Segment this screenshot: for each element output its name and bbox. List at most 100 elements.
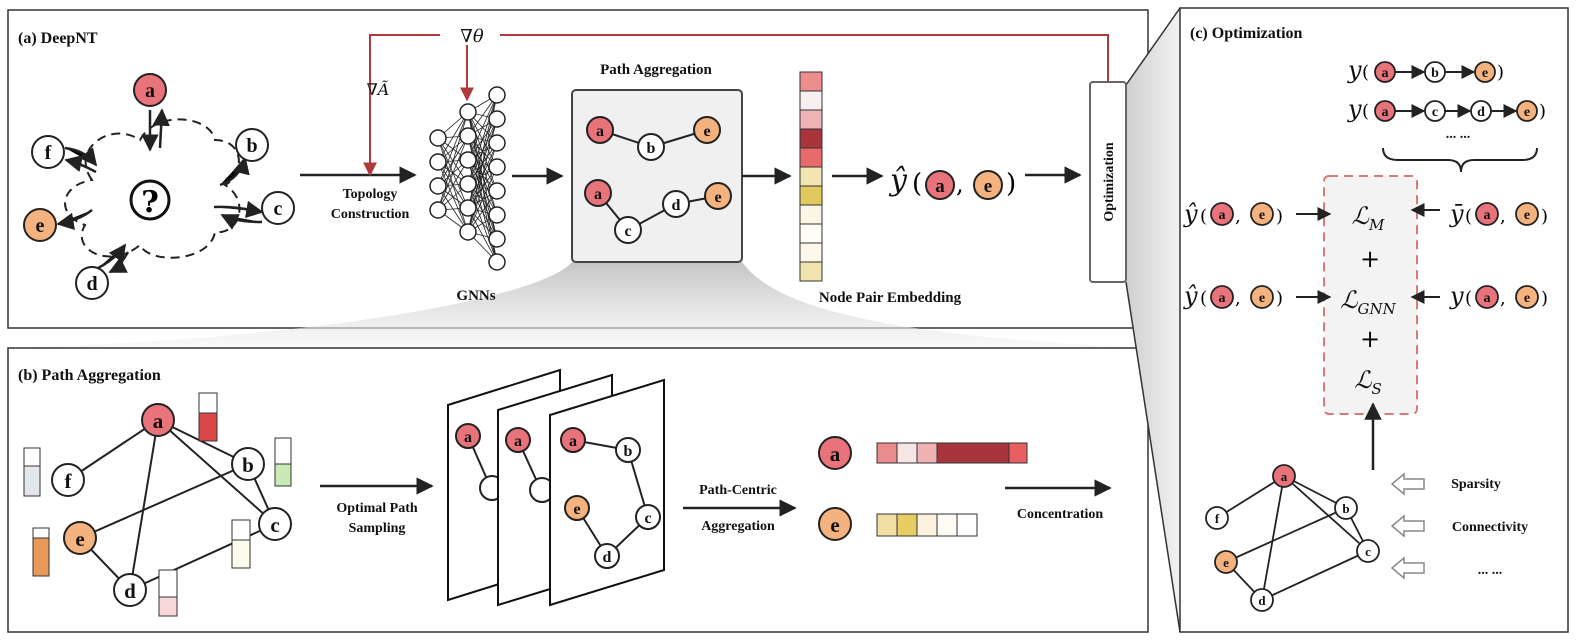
svg-text:(: ( — [912, 169, 922, 199]
svg-text:e: e — [1524, 105, 1530, 120]
svg-text:c: c — [624, 223, 631, 240]
constraint-connectivity: Connectivity — [1452, 520, 1528, 535]
svg-text:): ) — [1541, 206, 1548, 227]
pa-node-b1: b — [637, 133, 665, 161]
svg-text:a: a — [1219, 208, 1226, 223]
svg-text:e: e — [1223, 555, 1229, 570]
path-agg-title: Path Aggregation — [600, 62, 712, 78]
svg-text:e: e — [36, 215, 45, 237]
svg-text:a: a — [830, 442, 841, 466]
topology-label-1: Topology — [343, 187, 398, 202]
gnn-edge — [437, 111, 469, 187]
cg-node-c: c — [1356, 539, 1380, 563]
svg-text:c: c — [1432, 105, 1438, 120]
loss-input-right-2: y ( a , e ) — [1449, 282, 1548, 310]
svg-text:d: d — [1477, 105, 1485, 120]
svg-text:e: e — [703, 123, 710, 140]
topology-label-2: Construction — [331, 207, 410, 222]
pa-node-e2: e — [704, 182, 732, 210]
pb-node-b: b — [231, 447, 265, 481]
cg-node-e: e — [1214, 550, 1238, 574]
svg-text:c: c — [274, 198, 283, 220]
svg-text:e: e — [1259, 208, 1265, 223]
node-state-bars — [23, 392, 292, 617]
paths-brace — [1382, 147, 1538, 173]
svg-text:a: a — [145, 80, 155, 102]
svg-text:): ) — [1541, 288, 1548, 309]
svg-text:a: a — [464, 429, 472, 446]
graph-node-f: f — [31, 135, 65, 169]
loss-input-right-1: ȳ ( a , e ) — [1449, 200, 1548, 228]
svg-text:e: e — [1482, 66, 1488, 81]
loss-plus-2: + — [1360, 325, 1380, 353]
svg-text:a: a — [1382, 66, 1389, 81]
svg-text:ŷ: ŷ — [888, 163, 908, 198]
svg-text:ŷ: ŷ — [1183, 200, 1198, 228]
gnn-neuron — [488, 110, 506, 128]
embedding-cell — [799, 147, 823, 168]
gnn-edge — [467, 94, 498, 185]
optimization-block — [1089, 81, 1127, 283]
gnn-neuron — [429, 177, 447, 195]
gnn-edge — [467, 142, 498, 233]
embedding-cell — [799, 204, 823, 225]
cg-node-a: a — [1272, 464, 1296, 488]
svg-text:d: d — [672, 197, 681, 214]
pa-node-d2: d — [662, 190, 690, 218]
optimization-block-label: Optimization — [1102, 142, 1117, 222]
svg-text:f: f — [45, 142, 52, 164]
gnn-neuron — [429, 129, 447, 147]
svg-text:e: e — [1259, 291, 1265, 306]
embedding-cell — [799, 185, 823, 206]
svg-text:ŷ: ŷ — [1183, 282, 1198, 310]
constraint-ellipsis: ... ... — [1478, 563, 1503, 578]
svg-text:b: b — [1431, 66, 1439, 81]
graph-node-c: c — [261, 191, 295, 225]
svg-text:b: b — [246, 135, 257, 157]
agg-node-e: e — [818, 507, 852, 541]
svg-text:e: e — [75, 527, 84, 551]
grad-theta-label: ∇θ — [460, 26, 484, 47]
svg-text:a: a — [594, 186, 602, 203]
path-agg-box — [571, 89, 743, 263]
gnn-neuron — [459, 151, 477, 169]
svg-text:,: , — [1500, 206, 1506, 227]
prediction-expression: ŷ ( a , e ) — [888, 163, 1016, 200]
gnn-label: GNNs — [456, 288, 495, 304]
graph-node-a: a — [133, 73, 167, 107]
gnn-neuron — [488, 182, 506, 200]
node-pair-embedding-vector — [799, 71, 823, 282]
gnn-neuron — [429, 201, 447, 219]
agg-embedding-e — [876, 513, 978, 537]
embedding-cell — [799, 71, 823, 92]
svg-text:e: e — [1524, 208, 1530, 223]
constraint-arrows — [1390, 472, 1425, 580]
embedding-cell — [799, 223, 823, 244]
panel-a-title: (a) DeepNT — [18, 30, 98, 47]
svg-text:a: a — [569, 433, 577, 450]
svg-text:d: d — [124, 579, 136, 603]
embedding-cell — [799, 109, 823, 130]
gnn-neuron — [459, 103, 477, 121]
svg-text:a: a — [1484, 291, 1491, 306]
svg-text:): ) — [1497, 62, 1504, 83]
gnn-neuron — [488, 158, 506, 176]
gnn-neuron — [459, 199, 477, 217]
pb-node-d: d — [113, 573, 147, 607]
graph-node-b: b — [235, 128, 269, 162]
sampling-label-1: Optimal Path — [336, 501, 417, 516]
svg-text:e: e — [1524, 291, 1530, 306]
gnn-neuron — [488, 206, 506, 224]
agg-node-a: a — [818, 436, 852, 470]
gnn-edge — [467, 94, 498, 161]
svg-text:(: ( — [1362, 101, 1369, 122]
gnn-edge — [437, 159, 469, 211]
agg-embedding-a — [876, 442, 1028, 464]
svg-text:f: f — [1215, 511, 1220, 526]
svg-text:y: y — [1347, 95, 1362, 123]
svg-text:b: b — [647, 140, 656, 157]
svg-text:a: a — [514, 433, 522, 450]
svg-text:a: a — [153, 409, 164, 433]
gnn-edge — [437, 111, 469, 211]
constraint-sparsity: Sparsity — [1451, 477, 1501, 492]
